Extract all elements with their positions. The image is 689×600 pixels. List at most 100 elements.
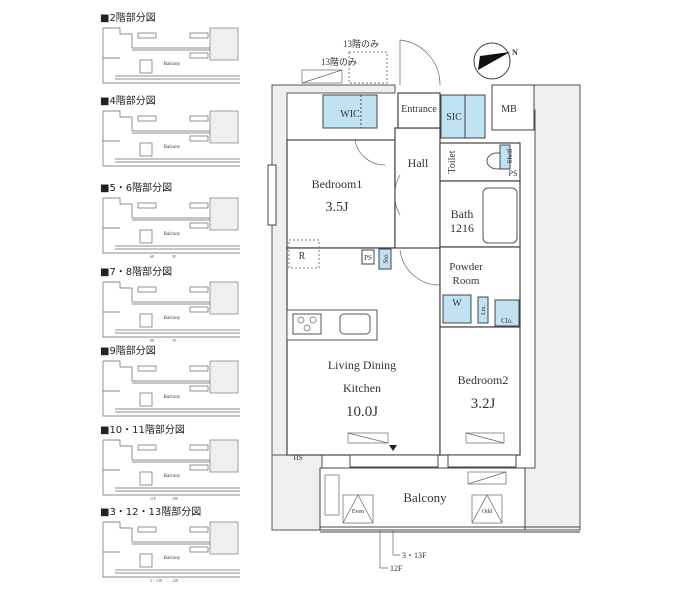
stove-icon (292, 313, 322, 335)
r-box (288, 239, 320, 269)
partial-plan-floor-tag: 11F (150, 496, 157, 501)
window-bedroom1 (267, 164, 277, 226)
entrance-door-swing (399, 39, 441, 86)
partial-plan-balcony-label: Balcony (164, 395, 181, 400)
label-ps-toilet: PS (509, 169, 518, 178)
partial-plan-hatch (139, 229, 153, 244)
label-bedroom2-size: 3.2J (471, 396, 496, 412)
partial-plan-aircon (137, 115, 157, 122)
partial-plan-wall-block (209, 281, 239, 315)
partial-plan-aircon (137, 32, 157, 39)
label-r: R (299, 251, 306, 262)
label-wic: WIC (340, 109, 360, 120)
partial-plan-outdoor-unit (189, 385, 209, 392)
partial-plan-floor-tag: 12F (172, 578, 179, 583)
arrow-marker (389, 445, 397, 451)
partial-plan-wall-block (209, 521, 239, 555)
partial-plan-outdoor-unit (189, 222, 209, 229)
partial-plan-balcony-label: Balcony (164, 316, 181, 321)
partial-plan-wall (102, 281, 240, 338)
partial-plan-aircon (189, 526, 209, 533)
wall-right (519, 84, 581, 531)
label-ps: PS (364, 254, 372, 262)
ldk-door-swing (399, 249, 441, 286)
outdoor-unit-diagonal (467, 471, 507, 485)
partial-plan-aircon (137, 365, 157, 372)
bedroom1 (286, 139, 396, 249)
burner-icon (309, 316, 317, 324)
bedroom1-door-swing (354, 139, 386, 166)
partial-plan-aircon (137, 286, 157, 293)
partial-plan-floor-tag: 8F (150, 338, 155, 343)
partial-plan-outdoor-unit (189, 464, 209, 471)
label-bath: Bath (451, 207, 474, 221)
aircon-13f-a-diagonal (301, 69, 343, 84)
partial-plan-balcony-label: Balcony (164, 474, 181, 479)
note-13f-only-a: 13階のみ (321, 57, 357, 67)
aircon-ldk-diagonal (347, 432, 389, 444)
partial-plan-hatch (139, 392, 153, 407)
label-lin: Lin. (481, 305, 487, 315)
floor-tag-12f: 12F (390, 564, 403, 573)
label-ldk-2: Kitchen (343, 381, 381, 395)
label-ldk: Living Dining (328, 358, 396, 372)
partial-plan-wall (102, 439, 240, 496)
label-sto: Sto (382, 254, 390, 264)
partial-plan-wall-block (209, 439, 239, 473)
partial-plan-wall (102, 521, 240, 578)
label-mb: MB (501, 104, 517, 115)
main-plan: 13階のみ 13階のみ N WIC Entrance SIC MB Hall T… (267, 39, 581, 573)
sic (440, 94, 486, 139)
partial-plan-hatch (139, 553, 153, 568)
label-balcony: Balcony (403, 490, 447, 505)
partial-plan-heading: ■10・11階部分図 (100, 423, 185, 436)
hatch-odd-ladder (471, 494, 503, 524)
partial-plan-wall (102, 110, 240, 167)
compass-needle-icon (478, 52, 510, 70)
partial-plans: ■2階部分図Balcony■4階部分図Balcony■5・6階部分図Balcon… (100, 11, 240, 583)
partial-plan-floor-tag: 7F (172, 338, 177, 343)
label-bath-size: 1216 (450, 221, 474, 235)
label-bedroom1: Bedroom1 (312, 177, 363, 191)
partial-plan-wall-block (209, 110, 239, 144)
aircon-bedroom2-diagonal (465, 432, 505, 444)
partial-plan-aircon (189, 365, 209, 372)
label-entrance: Entrance (401, 104, 437, 115)
partial-plan-wall (102, 360, 240, 417)
hatch-even-ladder (342, 494, 374, 524)
aircon-ldk (347, 432, 389, 444)
hall (394, 127, 441, 251)
partial-plan-heading: ■4階部分図 (100, 94, 156, 107)
partial-plan-aircon (189, 32, 209, 39)
partial-plan-outdoor-unit (189, 306, 209, 313)
burner-icon (297, 316, 305, 324)
sink-icon (339, 313, 371, 335)
compass-north-label: N (512, 48, 518, 57)
partial-plan-balcony-label: Balcony (164, 232, 181, 237)
partial-plan-hatch (139, 471, 153, 486)
partial-plan-outdoor-unit (189, 546, 209, 553)
label-hall: Hall (408, 156, 429, 170)
mb-room (491, 84, 535, 131)
aircon-bedroom2 (465, 432, 505, 444)
label-ldk-size: 10.0J (346, 404, 378, 420)
partial-plan-outdoor-unit (189, 135, 209, 142)
label-powder-room-2: Room (453, 275, 480, 287)
wic (322, 94, 378, 129)
partial-plan-wall (102, 197, 240, 254)
partial-plan-floor-tag: 3・13F (150, 578, 163, 583)
partial-plan-heading: ■2階部分図 (100, 11, 156, 24)
partial-plan-balcony-label: Balcony (164, 556, 181, 561)
label-powder-room: Powder (449, 261, 483, 273)
partial-plan-floor-tag: 6F (150, 254, 155, 259)
ldk (286, 247, 441, 456)
partial-plan-wall-block (209, 360, 239, 394)
label-shelf: Shelf (506, 148, 514, 163)
partial-plan-heading: ■3・12・13階部分図 (100, 505, 201, 518)
